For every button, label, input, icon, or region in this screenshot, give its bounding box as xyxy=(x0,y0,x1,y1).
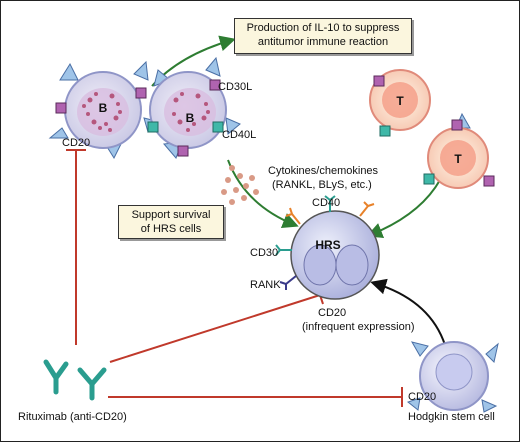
cd40l-label: CD40L xyxy=(222,129,256,141)
cd30-label: CD30 xyxy=(250,247,278,259)
hrs-cell-label: HRS xyxy=(315,238,340,252)
il10-box-line1: Production of IL-10 to suppress xyxy=(246,22,400,34)
b-cell-2: B xyxy=(147,56,241,159)
cd20-hrs-line2: (infrequent expression) xyxy=(302,321,415,333)
survival-box: Support survival of HRS cells xyxy=(118,205,224,239)
cytokine-dots xyxy=(221,165,259,205)
rituximab-to-hrs-line xyxy=(109,294,321,363)
b-cell-1: B xyxy=(48,60,162,160)
t-cell-1-label: T xyxy=(396,94,404,108)
rank-label: RANK xyxy=(250,279,281,291)
il10-box-line2: antitumor immune reaction xyxy=(257,36,389,48)
hrs-cell: HRS xyxy=(275,195,380,300)
cd20-hrs-line1: CD20 xyxy=(318,307,346,319)
hodgkin-stem-label: Hodgkin stem cell xyxy=(408,411,495,423)
cd20-left-label: CD20 xyxy=(62,137,90,149)
arrow-t-to-hrs xyxy=(366,179,441,238)
b-cell-1-label: B xyxy=(99,101,108,115)
inhibition-lines xyxy=(66,149,403,407)
survival-box-line2: of HRS cells xyxy=(140,223,202,235)
t-cell-2-label: T xyxy=(454,152,462,166)
cd30l-label: CD30L xyxy=(218,81,252,93)
t-cell-1: T xyxy=(369,69,431,137)
survival-box-line1: Support survival xyxy=(131,209,211,221)
arrow-stem-to-hrs xyxy=(370,278,446,346)
il10-box: Production of IL-10 to suppress antitumo… xyxy=(234,18,412,54)
cytokines-line1: Cytokines/chemokines xyxy=(268,165,379,177)
hodgkin-stem-cell xyxy=(406,341,499,413)
cd40-label: CD40 xyxy=(312,197,340,209)
cytokines-line2: (RANKL, BLyS, etc.) xyxy=(272,179,372,191)
rituximab-antibodies xyxy=(43,359,107,401)
t-cell-2: T xyxy=(423,112,495,189)
b-cell-2-label: B xyxy=(186,111,195,125)
rituximab-label: Rituximab (anti-CD20) xyxy=(18,411,127,423)
cd20-stem-label: CD20 xyxy=(408,391,436,403)
